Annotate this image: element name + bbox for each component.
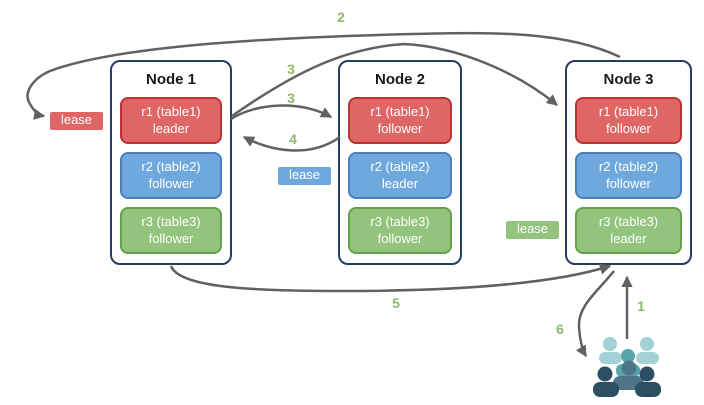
lease-badge-table2: lease (277, 166, 332, 186)
step-label-4: 4 (289, 131, 297, 147)
replica-name: r2 (table2) (141, 158, 201, 174)
node-3-replica-r2: r2 (table2) follower (575, 152, 682, 199)
replica-name: r3 (table3) (598, 213, 659, 229)
lease-badge-table1: lease (49, 111, 104, 131)
replica-role: follower (377, 120, 423, 136)
node-1-replica-r1: r1 (table1) leader (120, 97, 222, 144)
node-1-title: Node 1 (145, 71, 196, 88)
replica-name: r1 (table1) (141, 103, 201, 119)
arrow-step-3-to-node2 (230, 104, 333, 121)
step-label-1: 1 (637, 298, 645, 314)
replica-role: follower (148, 230, 194, 246)
replica-name: r3 (table3) (141, 213, 201, 229)
node-2-box: Node 2 r1 (table1) follower r2 (table2) … (338, 60, 462, 265)
replica-name: r1 (table1) (598, 103, 659, 119)
lease-badge-table3: lease (505, 220, 560, 240)
node-2-replica-r1: r1 (table1) follower (348, 97, 452, 144)
replica-role: leader (381, 175, 419, 191)
replica-name: r2 (table2) (370, 158, 430, 174)
step-label-5: 5 (392, 295, 400, 311)
node-2-replica-r3: r3 (table3) follower (348, 207, 452, 254)
node-3-replica-r1: r1 (table1) follower (575, 97, 682, 144)
replica-role: follower (606, 120, 651, 136)
node-3-box: Node 3 r1 (table1) follower r2 (table2) … (565, 60, 692, 265)
replica-role: leader (610, 230, 647, 246)
step-label-3a: 3 (287, 61, 295, 77)
replica-name: r2 (table2) (598, 158, 659, 174)
replica-name: r1 (table1) (370, 103, 430, 119)
node-1-replica-r2: r2 (table2) follower (120, 152, 222, 199)
replica-role: follower (148, 175, 194, 191)
replica-role: follower (606, 175, 651, 191)
node-3-title: Node 3 (603, 71, 654, 88)
replica-role: leader (152, 120, 190, 136)
step-label-2: 2 (337, 9, 345, 25)
replica-role: follower (377, 230, 423, 246)
replica-name: r3 (table3) (370, 213, 430, 229)
node-1-replica-r3: r3 (table3) follower (120, 207, 222, 254)
step-label-3b: 3 (287, 90, 295, 106)
step-label-6: 6 (556, 321, 564, 337)
users-group-icon (593, 337, 661, 397)
node-1-box: Node 1 r1 (table1) leader r2 (table2) fo… (110, 60, 232, 265)
node-3-replica-r3: r3 (table3) leader (575, 207, 682, 254)
node-2-replica-r2: r2 (table2) leader (348, 152, 452, 199)
node-2-title: Node 2 (374, 71, 425, 88)
arrow-step-5 (169, 263, 612, 293)
